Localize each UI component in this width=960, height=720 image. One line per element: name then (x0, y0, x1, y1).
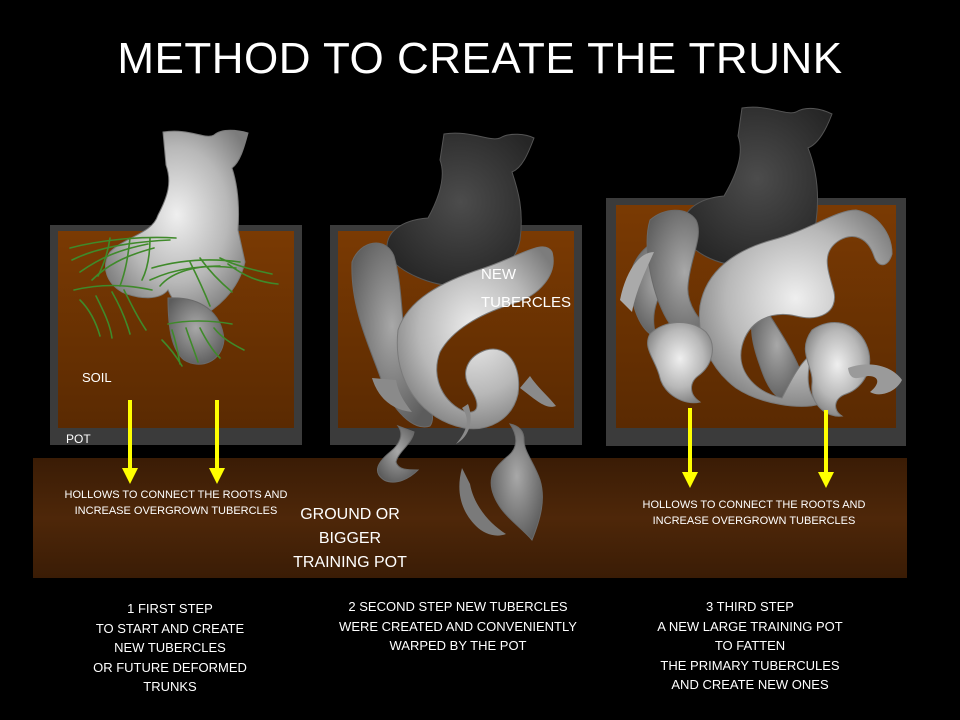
hollows-label-left: HOLLOWS TO CONNECT THE ROOTS AND INCREAS… (56, 487, 296, 519)
step-3-line: 3 THIRD STEP (706, 599, 794, 614)
page-title: METHOD TO CREATE THE TRUNK (117, 34, 843, 83)
soil-label: SOIL (82, 370, 112, 385)
arrow-4 (818, 410, 834, 488)
step-1-caption: 1 FIRST STEP TO START AND CREATE NEW TUB… (50, 599, 290, 697)
step-1-line: TRUNKS (143, 679, 197, 694)
ground-label-line3: TRAINING POT (293, 554, 407, 571)
arrow-1 (122, 400, 138, 484)
pot-label: POT (66, 432, 91, 446)
step-1-line: TO START AND CREATE (95, 620, 245, 636)
step-2-line: 2 SECOND STEP NEW TUBERCLES (348, 599, 568, 614)
hollows-left-line1: HOLLOWS TO CONNECT THE ROOTS AND (64, 489, 288, 501)
tendril-2b (520, 376, 556, 407)
tubercle-3e (647, 321, 713, 404)
tubercle-2b (396, 246, 554, 430)
new-tubercles-label-line2: TUBERCLES (481, 294, 572, 311)
ground-label-line2: BIGGER (318, 530, 382, 547)
trunk-1 (105, 129, 249, 319)
new-tubercles-label-line1: NEW (481, 266, 516, 283)
tendril-3b (620, 252, 654, 312)
tubercle-3f (804, 322, 871, 417)
step-3-line: TO FATTEN (714, 638, 786, 653)
tendril-3a (848, 364, 902, 395)
ground-label: GROUND OR BIGGER TRAINING POT (280, 503, 420, 575)
step-2-line: WARPED BY THE POT (389, 638, 527, 653)
step-2-caption: 2 SECOND STEP NEW TUBERCLES WERE CREATED… (318, 597, 598, 656)
tendril-2d (459, 468, 506, 536)
tendril-2c (456, 404, 471, 444)
roots-step-1 (69, 236, 279, 367)
step-3-caption: 3 THIRD STEP A NEW LARGE TRAINING POT TO… (630, 597, 870, 695)
tuber-into-ground-right (490, 423, 543, 541)
tendril-2a (372, 378, 412, 412)
tuber-into-ground-left (376, 424, 420, 483)
step-1-line: 1 FIRST STEP (127, 601, 213, 616)
step-3-line: A NEW LARGE TRAINING POT (657, 618, 843, 634)
step-3-line: AND CREATE NEW ONES (671, 677, 829, 692)
step-1-line: NEW TUBERCLES (114, 640, 226, 655)
arrow-3 (682, 408, 698, 488)
step-3-line: THE PRIMARY TUBERCULES (660, 657, 840, 673)
hollows-left-line2: INCREASE OVERGROWN TUBERCLES (74, 505, 278, 517)
hollows-label-right: HOLLOWS TO CONNECT THE ROOTS AND INCREAS… (634, 497, 874, 529)
hollows-right-line1: HOLLOWS TO CONNECT THE ROOTS AND (642, 499, 866, 511)
hollows-right-line2: INCREASE OVERGROWN TUBERCLES (652, 515, 856, 527)
step-2-line: WERE CREATED AND CONVENIENTLY (339, 618, 577, 634)
ground-label-line1: GROUND OR (300, 506, 400, 523)
tubercle-1 (167, 297, 225, 365)
arrow-2 (209, 400, 225, 484)
trunk-2 (386, 132, 535, 287)
step-1-line: OR FUTURE DEFORMED (93, 659, 247, 675)
